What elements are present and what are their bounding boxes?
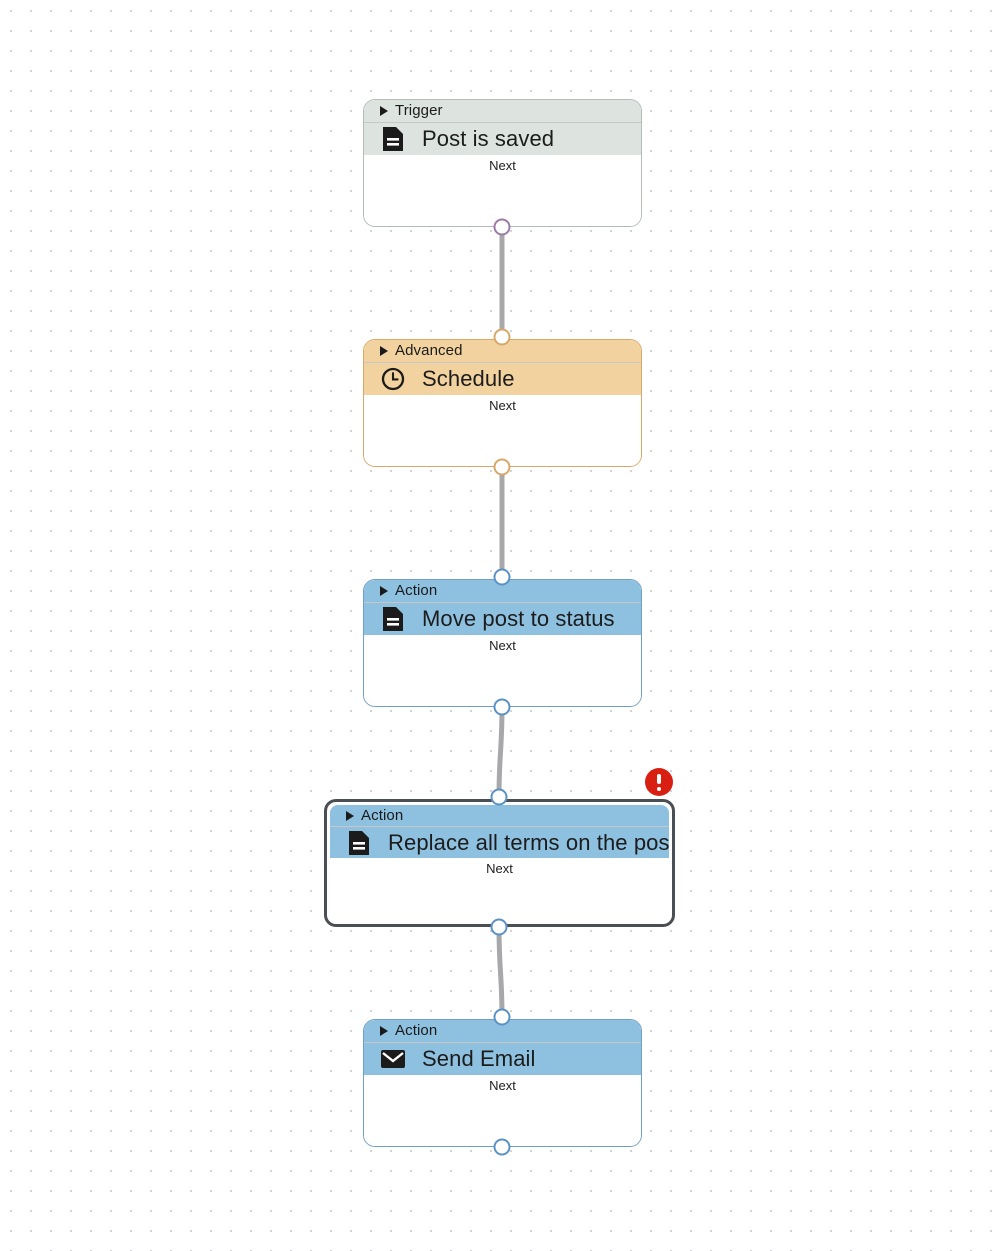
node-header-action[interactable]: Action <box>364 580 641 602</box>
output-port-trigger-post-is-saved[interactable] <box>493 218 511 236</box>
node-header-advanced[interactable]: Advanced <box>364 340 641 362</box>
next-label: Next <box>489 638 516 654</box>
node-body-action[interactable]: Replace all terms on the post <box>330 826 669 859</box>
document-icon <box>380 606 406 632</box>
chevron-right-icon[interactable] <box>380 585 388 596</box>
output-port-action-replace-all-terms[interactable] <box>490 918 508 936</box>
node-kind-label: Advanced <box>395 342 463 360</box>
node-inner: Action Send Email Next <box>364 1020 641 1146</box>
node-next-row[interactable]: Next <box>330 858 669 921</box>
header-divider <box>364 361 641 363</box>
node-title: Send Email <box>422 1045 536 1071</box>
input-port-action-send-email[interactable] <box>493 1008 511 1026</box>
node-inner: Trigger Post is saved Next <box>364 100 641 226</box>
node-header-action[interactable]: Action <box>330 805 669 827</box>
output-port-action-move-post-to-status[interactable] <box>493 698 511 716</box>
exclamation-icon <box>657 773 661 792</box>
header-divider <box>364 601 641 603</box>
next-label: Next <box>486 861 513 877</box>
next-label: Next <box>489 1078 516 1094</box>
node-inner: Action Move post to status Next <box>364 580 641 706</box>
node-next-row[interactable]: Next <box>364 1075 641 1146</box>
chevron-right-icon[interactable] <box>380 1025 388 1036</box>
output-port-action-send-email[interactable] <box>493 1138 511 1156</box>
node-header-trigger[interactable]: Trigger <box>364 100 641 122</box>
node-body-action[interactable]: Send Email <box>364 1042 641 1076</box>
node-title: Post is saved <box>422 125 555 151</box>
node-kind-label: Action <box>395 1022 438 1040</box>
chevron-right-icon[interactable] <box>380 345 388 356</box>
header-divider <box>364 121 641 123</box>
node-action-send-email[interactable]: Action Send Email Next <box>363 1019 642 1147</box>
header-divider <box>330 826 669 827</box>
node-kind-label: Trigger <box>395 102 443 120</box>
node-advanced-schedule[interactable]: Advanced Schedule Next <box>363 339 642 467</box>
next-label: Next <box>489 158 516 174</box>
node-inner: Advanced Schedule Next <box>364 340 641 466</box>
node-title: Move post to status <box>422 605 615 631</box>
input-port-action-replace-all-terms[interactable] <box>490 788 508 806</box>
node-title: Schedule <box>422 365 515 391</box>
node-kind-label: Action <box>361 807 404 825</box>
node-trigger-post-is-saved[interactable]: Trigger Post is saved Next <box>363 99 642 227</box>
document-icon <box>380 126 406 152</box>
node-header-action[interactable]: Action <box>364 1020 641 1042</box>
node-action-move-post-to-status[interactable]: Action Move post to status Next <box>363 579 642 707</box>
node-action-replace-all-terms-on-the-post[interactable]: Action Replace all terms on the post Nex… <box>324 799 675 927</box>
node-kind-label: Action <box>395 582 438 600</box>
node-next-row[interactable]: Next <box>364 155 641 226</box>
node-title: Replace all terms on the post <box>388 829 669 855</box>
document-icon <box>346 830 372 856</box>
header-divider <box>364 1041 641 1043</box>
output-port-advanced-schedule[interactable] <box>493 458 511 476</box>
edge-action-replace-to-action-send-email <box>496 926 505 1018</box>
node-body-action[interactable]: Move post to status <box>364 602 641 636</box>
next-label: Next <box>489 398 516 414</box>
envelope-icon <box>380 1046 406 1072</box>
input-port-advanced-schedule[interactable] <box>493 328 511 346</box>
node-body-advanced[interactable]: Schedule <box>364 362 641 396</box>
node-body-trigger[interactable]: Post is saved <box>364 122 641 156</box>
chevron-right-icon[interactable] <box>346 810 354 821</box>
node-next-row[interactable]: Next <box>364 635 641 706</box>
input-port-action-move-post-to-status[interactable] <box>493 568 511 586</box>
chevron-right-icon[interactable] <box>380 105 388 116</box>
clock-icon <box>380 366 406 392</box>
edge-action-move-to-action-replace <box>496 706 505 798</box>
node-next-row[interactable]: Next <box>364 395 641 466</box>
error-badge[interactable] <box>645 768 673 796</box>
node-inner: Action Replace all terms on the post Nex… <box>330 805 669 921</box>
